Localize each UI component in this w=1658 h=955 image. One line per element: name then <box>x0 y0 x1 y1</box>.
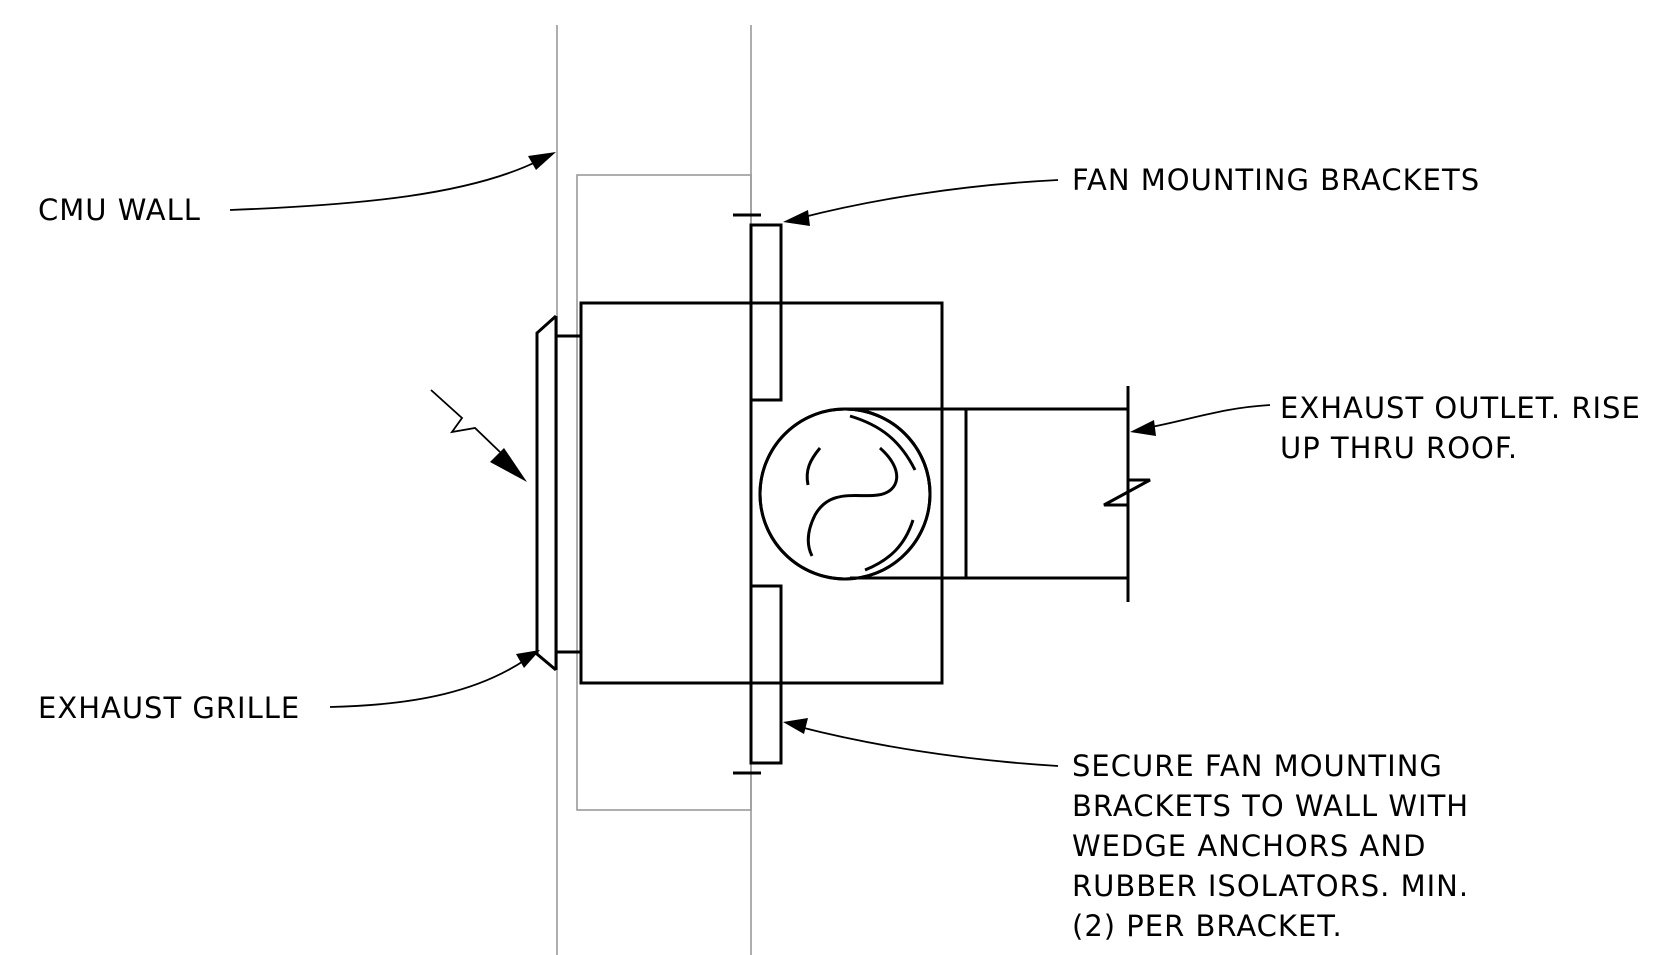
label-cmu-wall: CMU WALL <box>38 193 201 227</box>
label-secure-note-line-2: BRACKETS TO WALL WITH <box>1072 789 1469 823</box>
label-secure-note-line-4: RUBBER ISOLATORS. MIN. <box>1072 869 1469 903</box>
fan-mounting-brackets-leader <box>783 179 1059 226</box>
fan-housing-in-wall <box>579 301 753 685</box>
exhaust-grille-leader <box>329 650 540 708</box>
cmu-wall-leader <box>229 152 556 211</box>
fan-mounting-brackets <box>733 213 783 775</box>
fan-casing <box>749 301 944 685</box>
airflow-arrow-icon <box>430 389 527 482</box>
wall-opening-outline <box>576 174 752 811</box>
label-secure-note-line-5: (2) PER BRACKET. <box>1072 909 1343 943</box>
secure-note-leader <box>783 718 1059 767</box>
label-exhaust-outlet-line-2: UP THRU ROOF. <box>1280 431 1518 465</box>
label-exhaust-outlet-line-1: EXHAUST OUTLET. RISE <box>1280 391 1641 425</box>
label-secure-note-line-3: WEDGE ANCHORS AND <box>1072 829 1426 863</box>
cmu-wall <box>556 25 752 955</box>
label-secure-note-line-1: SECURE FAN MOUNTING <box>1072 749 1443 783</box>
exhaust-grille <box>535 314 583 672</box>
exhaust-outlet-duct <box>850 386 1151 602</box>
fan-wheel-icon <box>758 407 932 581</box>
label-exhaust-grille: EXHAUST GRILLE <box>38 691 300 725</box>
exhaust-outlet-leader <box>1130 404 1271 436</box>
label-fan-mounting-brackets: FAN MOUNTING BRACKETS <box>1072 163 1480 197</box>
